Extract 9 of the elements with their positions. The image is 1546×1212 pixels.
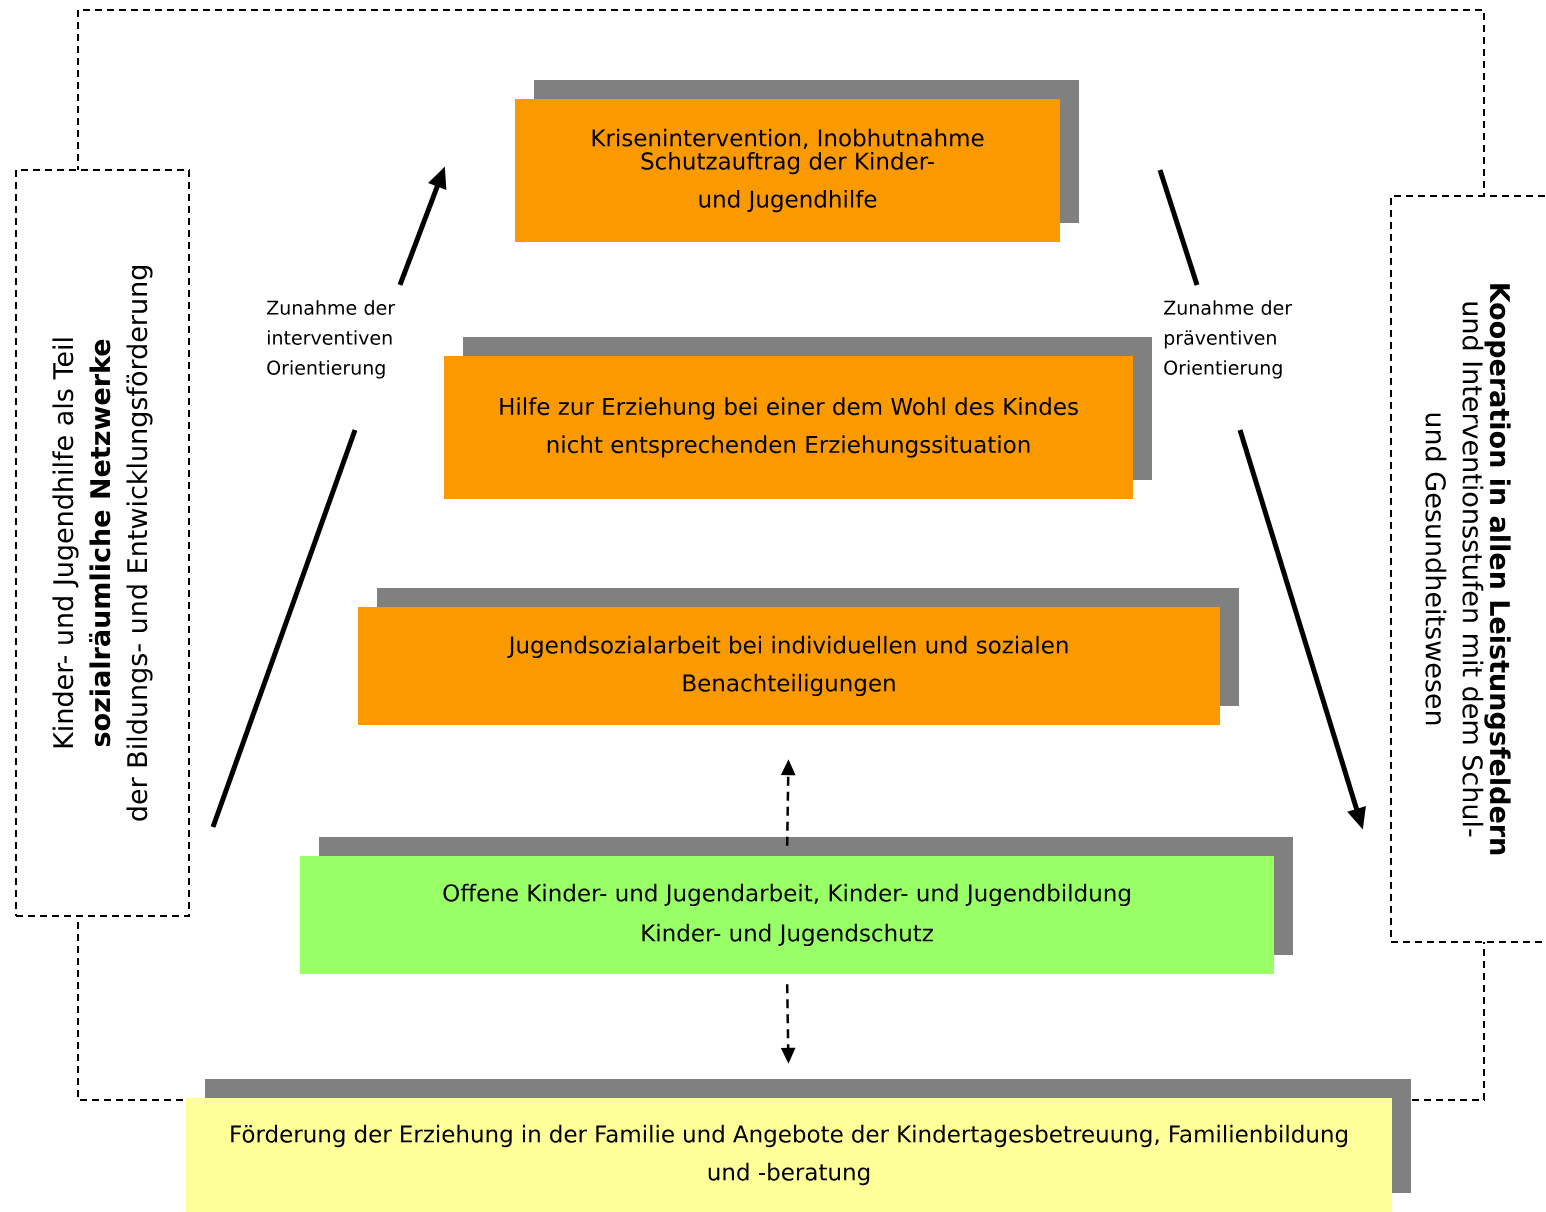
side-box: Kinder- und Jugendhilfe als Teil sozialräumliche Netzwerke der Bildungs- und Entwicklungsförderung [15,169,190,917]
level-box: Offene Kinder- und Jugendarbeit, Kinder- und Jugendbildung Kinder- und Jugendschutz [300,837,1293,974]
level-box: Förderung der Erziehung in der Familie und Angebote der Kindertagesbetreuung, Familienbildung und -beratung [186,1079,1411,1212]
level-box: Jugendsozialarbeit bei individuellen und sozialen Benachteiligungen [358,588,1239,725]
level-box: Hilfe zur Erziehung bei einer dem Wohl des Kindes nicht entsprechenden Erziehungssituation [444,337,1152,499]
side-box: Kooperation in allen Leistungsfeldern und Interventionsstufen mit dem Schul- und Gesundheitswesen [1390,195,1546,943]
level-box: Krisenintervention, Inobhutnahme Schutzauftrag der Kinder- und Jugendhilfe [515,80,1079,242]
side-label: Zunahme der interventiven Orientierung [267,300,396,379]
side-label: Zunahme der präventiven Orientierung [1164,300,1293,379]
